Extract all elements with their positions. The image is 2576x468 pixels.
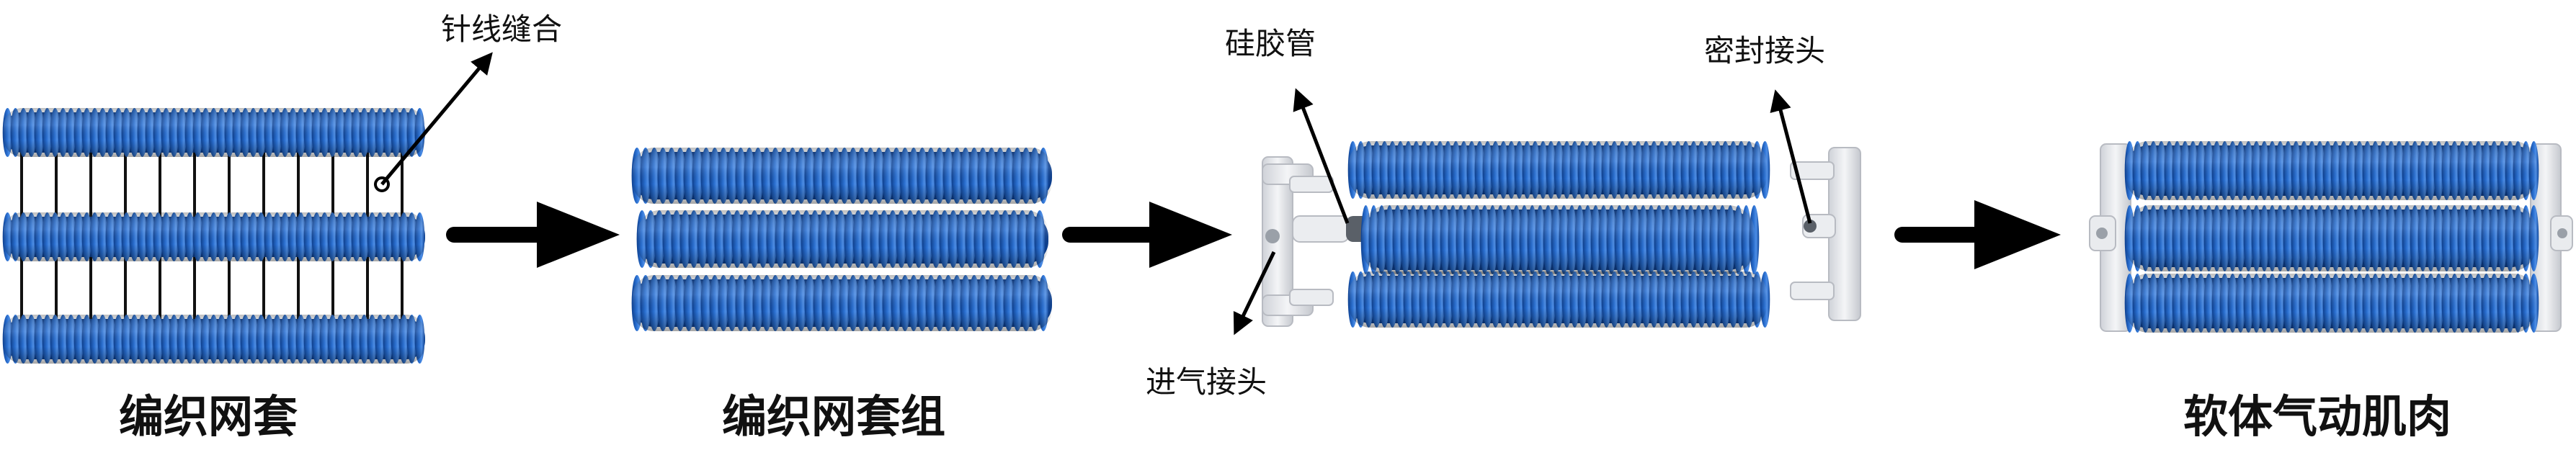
stage-label-soft-pneumatic-muscle: 软体气动肌肉 bbox=[2183, 390, 2452, 443]
group-tube-top bbox=[631, 148, 1052, 204]
exploded-assembly-panel bbox=[1233, 88, 1861, 336]
sleeve-tube-top bbox=[2, 108, 425, 157]
sleeve-tube-middle bbox=[2, 212, 425, 261]
annotation-air-inlet-connector: 进气接头 bbox=[1146, 364, 1267, 400]
group-tube-middle bbox=[636, 210, 1048, 268]
air-inlet-pointer-line bbox=[1233, 251, 1276, 336]
right-arrow-icon bbox=[1062, 202, 1232, 268]
assembly-tube-middle bbox=[1360, 205, 1760, 274]
assembly-tube-top bbox=[1347, 141, 1770, 199]
sealing-connector-pointer-line bbox=[1770, 89, 1812, 224]
right-arrow-icon bbox=[446, 202, 620, 268]
silicone-tube-pointer-line bbox=[1293, 88, 1350, 224]
stage-label-braided-sleeve: 编织网套 bbox=[119, 390, 298, 443]
stitch-point-marker bbox=[374, 176, 390, 192]
annotation-needle-stitching: 针线缝合 bbox=[441, 12, 563, 47]
right-arrow-icon bbox=[1894, 200, 2061, 269]
air-inlet-connector-part bbox=[1262, 156, 1350, 327]
muscle-tube-bottom bbox=[2124, 274, 2539, 333]
sealing-connector-part bbox=[1790, 147, 1861, 321]
annotation-sealing-connector: 密封接头 bbox=[1704, 33, 1826, 68]
annotation-silicone-tube: 硅胶管 bbox=[1225, 26, 1316, 61]
braided-sleeve-panel bbox=[2, 52, 493, 364]
stitch-pointer-line bbox=[380, 52, 493, 186]
stage-label-braided-sleeve-group: 编织网套组 bbox=[722, 390, 946, 443]
muscle-tube-middle bbox=[2124, 205, 2539, 271]
group-tube-bottom bbox=[631, 275, 1052, 331]
muscle-tube-top bbox=[2124, 141, 2539, 200]
sleeve-tube-bottom bbox=[2, 315, 425, 364]
assembly-tube-bottom bbox=[1347, 271, 1770, 328]
braided-sleeve-group-panel bbox=[631, 148, 1052, 331]
soft-pneumatic-muscle-panel bbox=[2089, 141, 2573, 333]
